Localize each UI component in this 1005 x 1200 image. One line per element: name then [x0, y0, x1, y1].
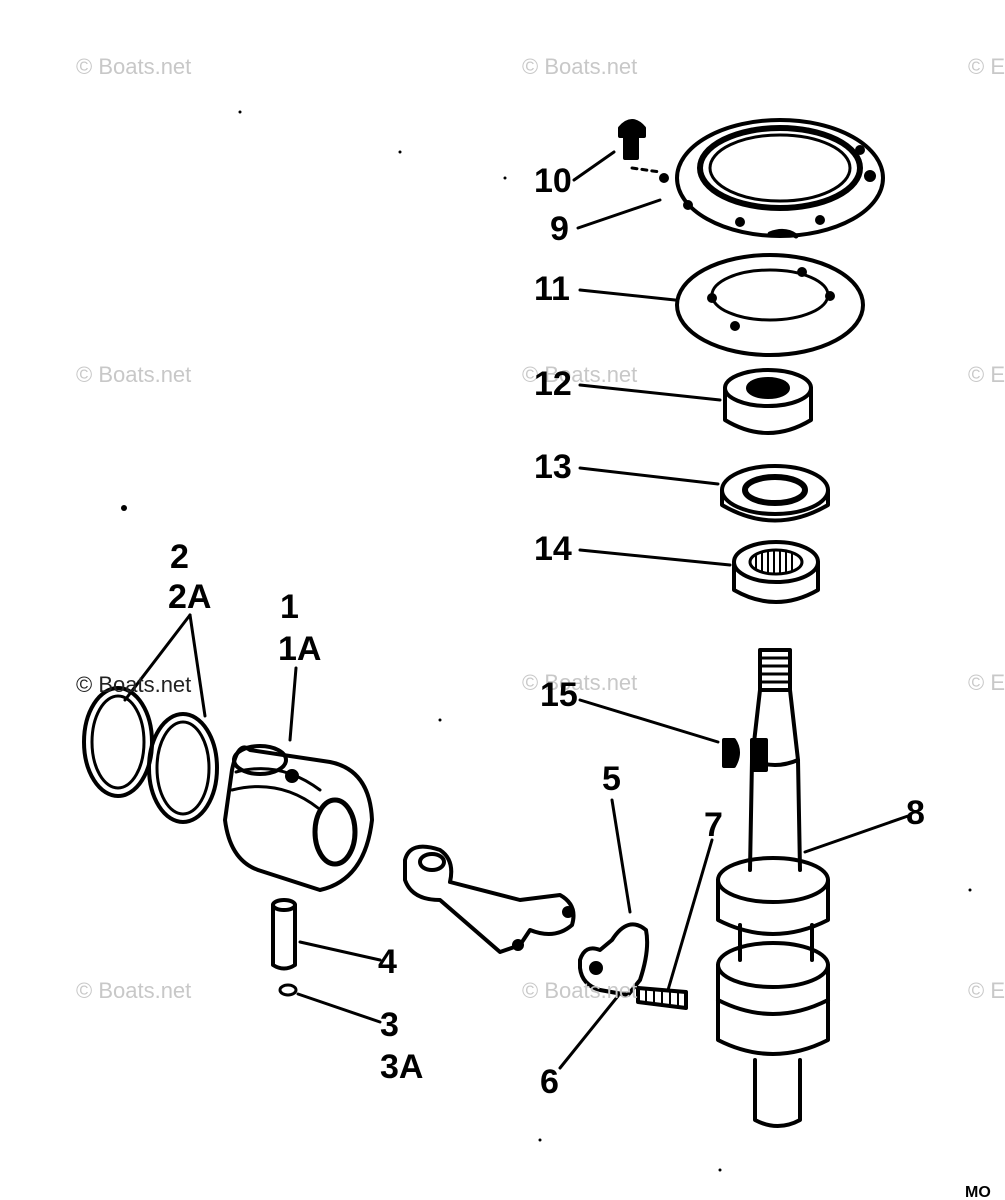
callout-10: 10: [534, 162, 572, 200]
callout-2a: 2A: [168, 578, 212, 616]
callout-3a: 3A: [380, 1048, 424, 1086]
callout-7: 7: [704, 806, 723, 844]
part-8-crankshaft: [716, 648, 830, 1128]
watermark: © Boats.net: [522, 978, 638, 1003]
callout-9: 9: [550, 210, 569, 248]
part-14-needle-bearing: [732, 540, 820, 604]
part-1-piston: [223, 744, 374, 892]
corner-code: MO: [965, 1184, 991, 1200]
callout-1: 1: [280, 588, 299, 626]
part-5-rod-cap: [578, 922, 650, 997]
callout-1a: 1A: [278, 630, 322, 668]
part-13-seal: [720, 464, 830, 523]
watermark: © Boats.net: [76, 54, 192, 79]
callout-5: 5: [602, 760, 621, 798]
connecting-rod: [403, 844, 576, 954]
part-10-screw: [618, 119, 646, 160]
part-15-key: [722, 738, 740, 768]
callout-3: 3: [380, 1006, 399, 1044]
part-12-bushing: [723, 368, 813, 435]
callout-14: 14: [534, 530, 572, 568]
part-2-piston-rings: [82, 686, 219, 824]
watermark: © Boats.net: [522, 670, 638, 695]
print-specks: [121, 110, 972, 1172]
watermark: © Boats.net: [76, 362, 192, 387]
part-3-retainer: [278, 983, 298, 997]
part-4-wrist-pin: [271, 898, 297, 971]
watermark: © Boats.net: [76, 672, 192, 697]
watermark: © Boats.net: [522, 362, 638, 387]
watermark: © E: [968, 54, 1005, 79]
callout-8: 8: [906, 794, 925, 832]
callout-13: 13: [534, 448, 572, 486]
watermark: © E: [968, 978, 1005, 1003]
callout-2: 2: [170, 538, 189, 576]
callout-4: 4: [378, 943, 397, 981]
part-7-screw: [636, 986, 688, 1010]
part-9-cover-plate: [659, 118, 885, 239]
callout-15: 15: [540, 676, 578, 714]
watermark: © E: [968, 670, 1005, 695]
watermark: © Boats.net: [522, 54, 638, 79]
callout-6: 6: [540, 1063, 559, 1101]
leader-lines: [123, 150, 910, 1070]
callout-12: 12: [534, 365, 572, 403]
part-11-gasket: [675, 253, 865, 357]
callout-11: 11: [534, 270, 570, 308]
watermark: © Boats.net: [76, 978, 192, 1003]
watermark: © E: [968, 362, 1005, 387]
